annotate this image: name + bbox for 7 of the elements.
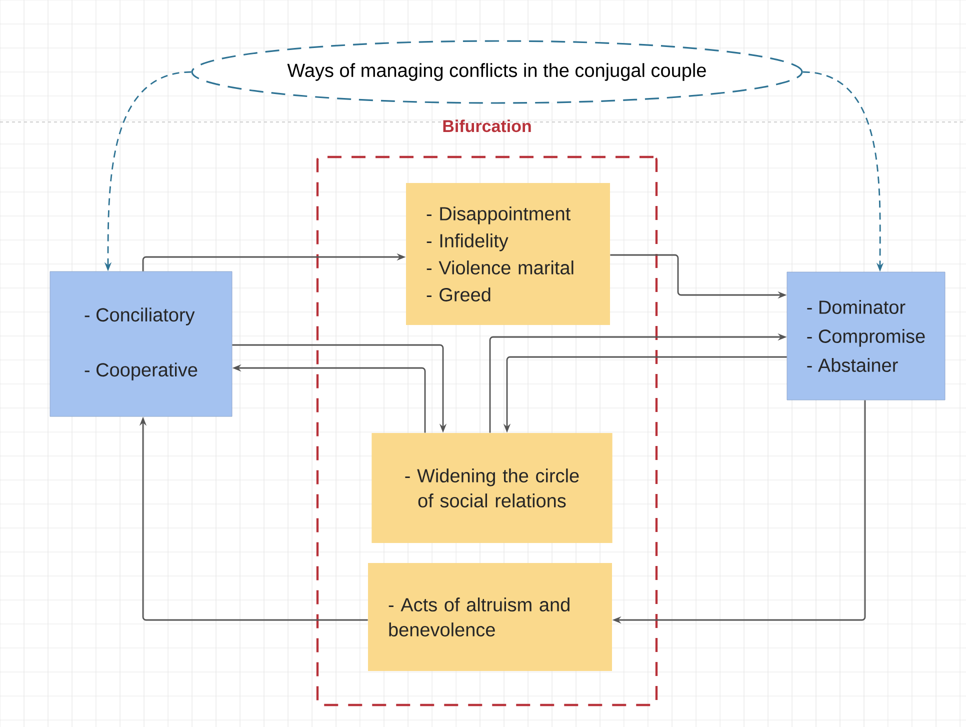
process-box: - Conciliatory - Cooperative <box>50 271 232 417</box>
oval-box: Ways of managing conflicts in the conjugal couple <box>191 40 803 104</box>
node-label: Bifurcation <box>443 120 531 132</box>
note-box: - Widening the circle of social relations <box>372 433 612 543</box>
process-box: - Dominator - Compromise - Abstainer <box>786 272 946 400</box>
note-box: - Disappointment - Infidelity - Violence marital - Greed <box>406 183 610 325</box>
note-box: - Acts of altruism and benevolence <box>368 563 612 671</box>
